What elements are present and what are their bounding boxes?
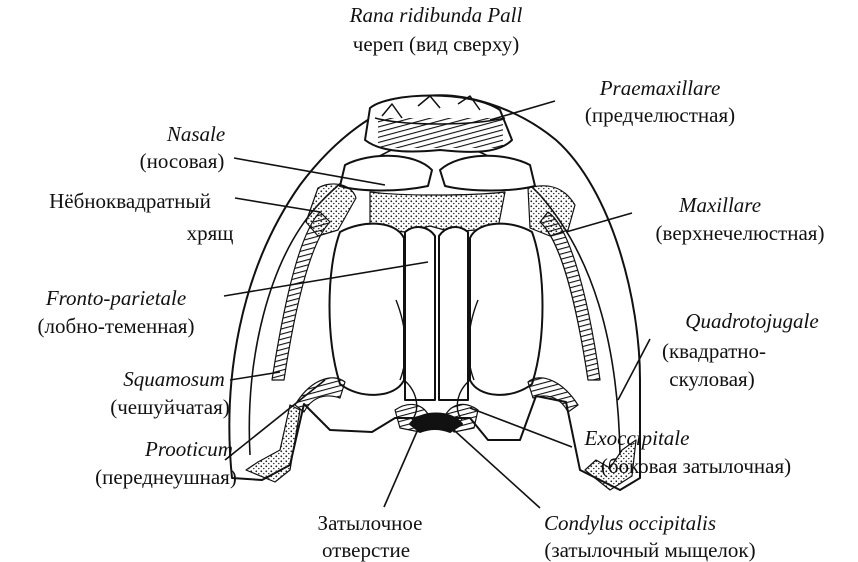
label-foramen-line1: Затылочное — [318, 511, 423, 535]
label-quadratojugale-ru1: (квадратно- — [662, 339, 766, 363]
label-nasale-ru: (носовая) — [140, 149, 225, 173]
label-fronto-parietale-ru: (лобно-теменная) — [38, 314, 195, 338]
label-quadratojugale-latin: Quadrotojugale — [685, 309, 818, 333]
label-palatoquadrate-line2: хрящ — [187, 221, 234, 245]
fronto-parietale-bone — [405, 227, 435, 400]
label-exoccipitale-latin: Exoccipitale — [584, 426, 690, 450]
nasale-bone — [340, 156, 432, 191]
label-nasale-latin: Nasale — [166, 122, 225, 146]
label-maxillare-latin: Maxillare — [678, 193, 761, 217]
label-maxillare-ru: (верхнечелюстная) — [656, 221, 825, 245]
label-quadratojugale-ru2: скуловая) — [669, 367, 754, 391]
label-squamosum-ru: (чешуйчатая) — [110, 395, 230, 419]
title-latin: Rana ridibunda Pall — [349, 3, 523, 27]
label-prooticum-latin: Prooticum — [144, 437, 233, 461]
skull-drawing — [229, 95, 640, 490]
label-praemaxillare-ru: (предчелюстная) — [585, 103, 735, 127]
label-prooticum-ru: (переднеушная) — [95, 465, 237, 489]
label-condylus-ru: (затылочный мыщелок) — [544, 538, 755, 562]
label-palatoquadrate-line1: Нёбноквадратный — [49, 189, 211, 213]
label-condylus-latin: Condylus occipitalis — [544, 511, 716, 535]
label-praemaxillare-latin: Praemaxillare — [599, 76, 721, 100]
right-orbit — [470, 224, 543, 395]
label-exoccipitale-ru: (боковая затылочная) — [601, 454, 791, 478]
label-fronto-parietale-latin: Fronto-parietale — [45, 286, 186, 310]
label-foramen-line2: отверстие — [322, 538, 410, 562]
label-squamosum-latin: Squamosum — [123, 367, 225, 391]
left-orbit — [330, 224, 405, 395]
title-subtitle: череп (вид сверху) — [353, 32, 519, 56]
